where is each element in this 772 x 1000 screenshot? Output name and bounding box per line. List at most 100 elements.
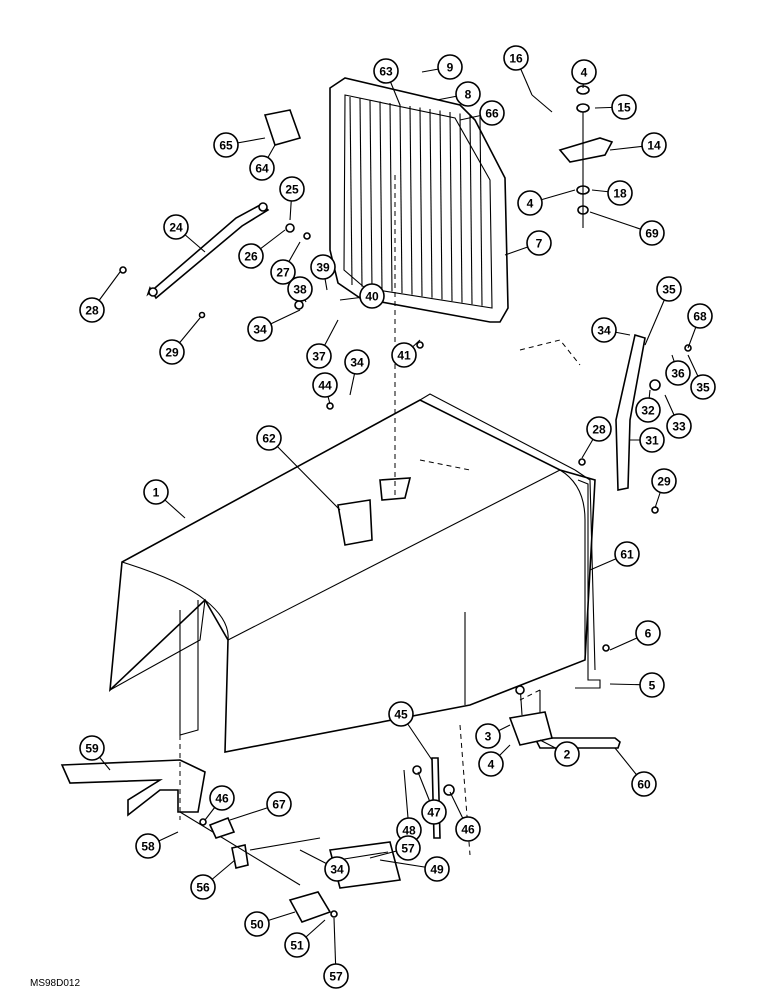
fasteners: [119, 223, 692, 918]
callout-circle: [287, 276, 313, 302]
callout-51: 51: [284, 932, 310, 958]
callout-circle: [666, 413, 692, 439]
callout-label: 36: [671, 367, 685, 381]
callout-circle: [479, 100, 505, 126]
grille-slat: [429, 108, 433, 298]
callout-label: 4: [581, 66, 588, 80]
callout-24: 24: [163, 214, 189, 240]
callout-57: 57: [323, 963, 349, 989]
cable-34: [249, 837, 321, 851]
callout-circle: [213, 132, 239, 158]
callout-circle: [437, 54, 463, 80]
callout-circle: [635, 397, 661, 423]
grille-slat: [449, 111, 453, 302]
callout-label: 41: [397, 349, 411, 363]
callout-36: 36: [665, 360, 691, 386]
callout-34: 34: [247, 316, 273, 342]
callout-label: 15: [617, 101, 631, 115]
callout-label: 16: [509, 52, 523, 66]
rod-45: [431, 757, 441, 839]
callout-circle: [284, 932, 310, 958]
callout-circle: [526, 230, 552, 256]
grille-slat: [459, 113, 463, 303]
grille-slat: [419, 107, 423, 297]
callout-4: 4: [517, 190, 543, 216]
callout-label: 57: [401, 842, 415, 856]
callout-circle: [641, 132, 667, 158]
callout-circle: [388, 701, 414, 727]
callout-33: 33: [666, 413, 692, 439]
callout-circle: [312, 372, 338, 398]
callout-circle: [310, 254, 336, 280]
callout-34: 34: [324, 856, 350, 882]
callout-circle: [79, 735, 105, 761]
callout-26: 26: [238, 243, 264, 269]
callout-circle: [607, 180, 633, 206]
callout-label: 48: [402, 824, 416, 838]
callout-28: 28: [79, 297, 105, 323]
callout-label: 51: [290, 939, 304, 953]
callout-46: 46: [455, 816, 481, 842]
grille-slat: [349, 96, 353, 286]
callout-circle: [359, 283, 385, 309]
callout-47: 47: [421, 799, 447, 825]
callout-31: 31: [639, 427, 665, 453]
callout-label: 40: [365, 290, 379, 304]
callout-label: 35: [696, 381, 710, 395]
callout-59: 59: [79, 735, 105, 761]
callout-label: 69: [645, 227, 659, 241]
callout-label: 6: [645, 627, 652, 641]
grille-slat: [479, 116, 483, 306]
callout-label: 34: [253, 323, 267, 337]
callout-46: 46: [209, 785, 235, 811]
callout-39: 39: [310, 254, 336, 280]
callout-circle: [571, 59, 597, 85]
callout-58: 58: [135, 833, 161, 859]
callout-8: 8: [455, 81, 481, 107]
callout-circle: [143, 479, 169, 505]
callout-label: 65: [219, 139, 233, 153]
callout-label: 58: [141, 840, 155, 854]
clip-56: [179, 811, 301, 886]
callout-circle: [421, 799, 447, 825]
callout-3: 3: [475, 723, 501, 749]
callout-circle: [639, 220, 665, 246]
callout-label: 28: [85, 304, 99, 318]
callout-label: 32: [641, 404, 655, 418]
callout-label: 45: [394, 708, 408, 722]
callout-label: 63: [379, 65, 393, 79]
callout-label: 31: [645, 434, 659, 448]
callout-34: 34: [591, 317, 617, 343]
callout-circle: [256, 425, 282, 451]
callout-circle: [159, 339, 185, 365]
callout-label: 68: [693, 310, 707, 324]
callout-circle: [631, 771, 657, 797]
callout-38: 38: [287, 276, 313, 302]
callout-25: 25: [279, 176, 305, 202]
callout-circle: [247, 316, 273, 342]
callout-18: 18: [607, 180, 633, 206]
callout-label: 64: [255, 162, 269, 176]
callout-circle: [135, 833, 161, 859]
callout-circle: [279, 176, 305, 202]
callout-label: 34: [350, 356, 364, 370]
grille-slat: [439, 110, 443, 300]
callout-label: 29: [657, 475, 671, 489]
callout-56: 56: [190, 874, 216, 900]
callout-circle: [586, 416, 612, 442]
grille-slat: [409, 105, 413, 295]
callout-circle: [455, 816, 481, 842]
callout-circle: [249, 155, 275, 181]
callout-circle: [306, 343, 332, 369]
callout-circle: [554, 741, 580, 767]
callout-circle: [614, 541, 640, 567]
callout-label: 9: [447, 61, 454, 75]
callout-label: 4: [527, 197, 534, 211]
callout-label: 38: [293, 283, 307, 297]
callout-circle: [651, 468, 677, 494]
callout-circle: [687, 303, 713, 329]
callout-circle: [478, 751, 504, 777]
callout-35: 35: [690, 374, 716, 400]
callout-4: 4: [571, 59, 597, 85]
callout-label: 67: [272, 798, 286, 812]
